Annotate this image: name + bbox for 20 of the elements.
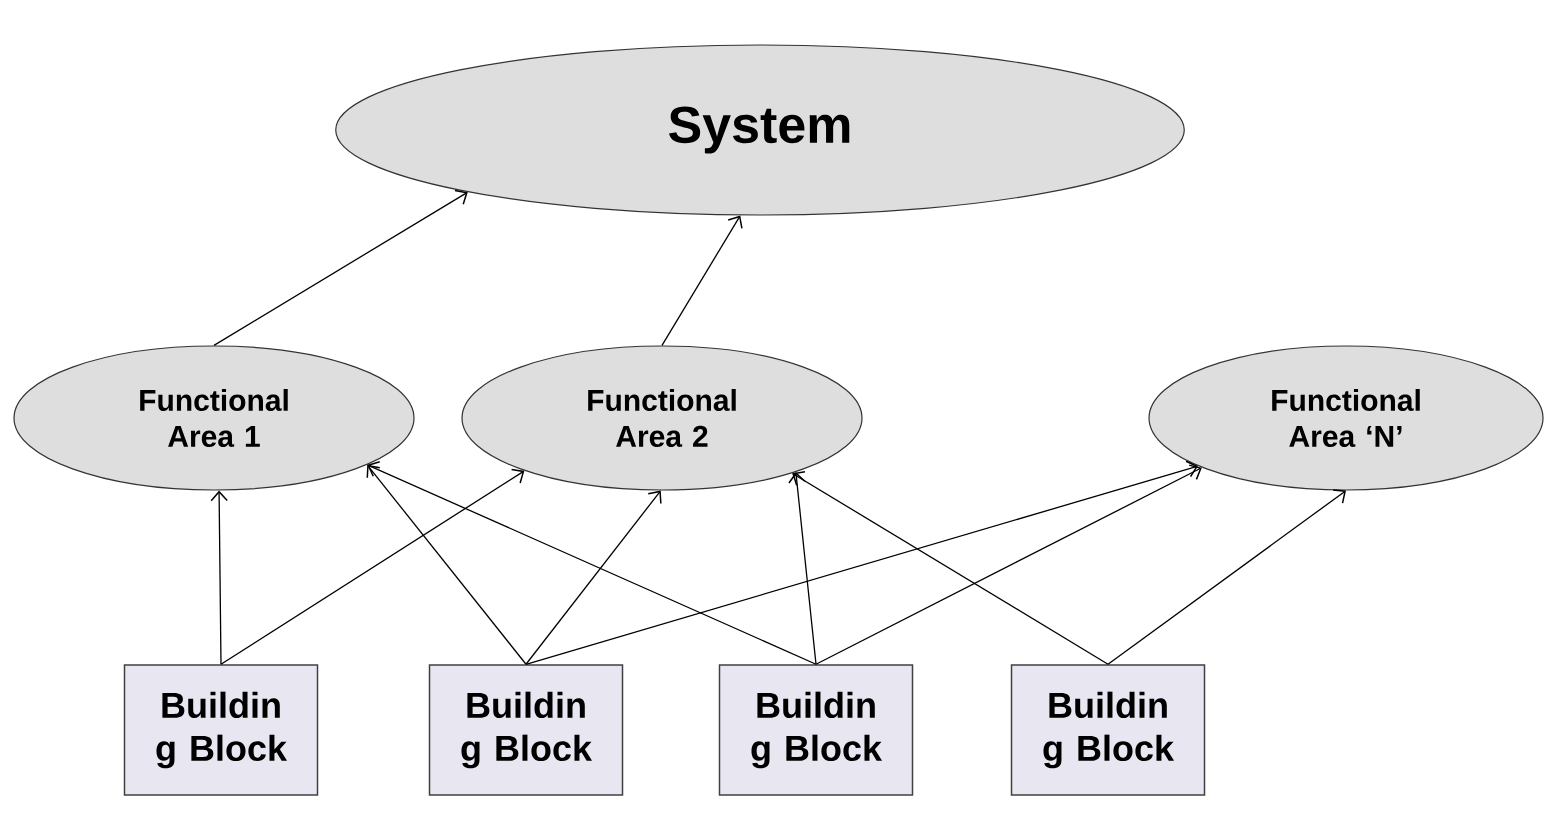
arrow — [661, 215, 743, 347]
arrow — [525, 460, 1198, 665]
building-block-box: Buildin g Block — [1010, 664, 1206, 796]
arrow — [792, 470, 1109, 665]
building-block-box: Buildin g Block — [123, 664, 319, 796]
arrow — [788, 472, 817, 665]
arrow — [220, 468, 525, 665]
arrow — [1107, 489, 1346, 665]
ellipse-node: Functional Area 2 — [461, 345, 863, 491]
arrow — [213, 189, 468, 347]
ellipse-node: Functional Area 1 — [13, 345, 415, 491]
ellipse-node: System — [335, 44, 1185, 216]
arrow — [210, 490, 228, 665]
arrow — [367, 460, 817, 665]
arrow — [525, 490, 662, 665]
ellipse-node: Functional Area ‘N’ — [1148, 345, 1544, 491]
arrow — [366, 464, 527, 665]
arrow — [815, 464, 1202, 665]
building-block-box: Buildin g Block — [718, 664, 914, 796]
building-block-box: Buildin g Block — [428, 664, 624, 796]
